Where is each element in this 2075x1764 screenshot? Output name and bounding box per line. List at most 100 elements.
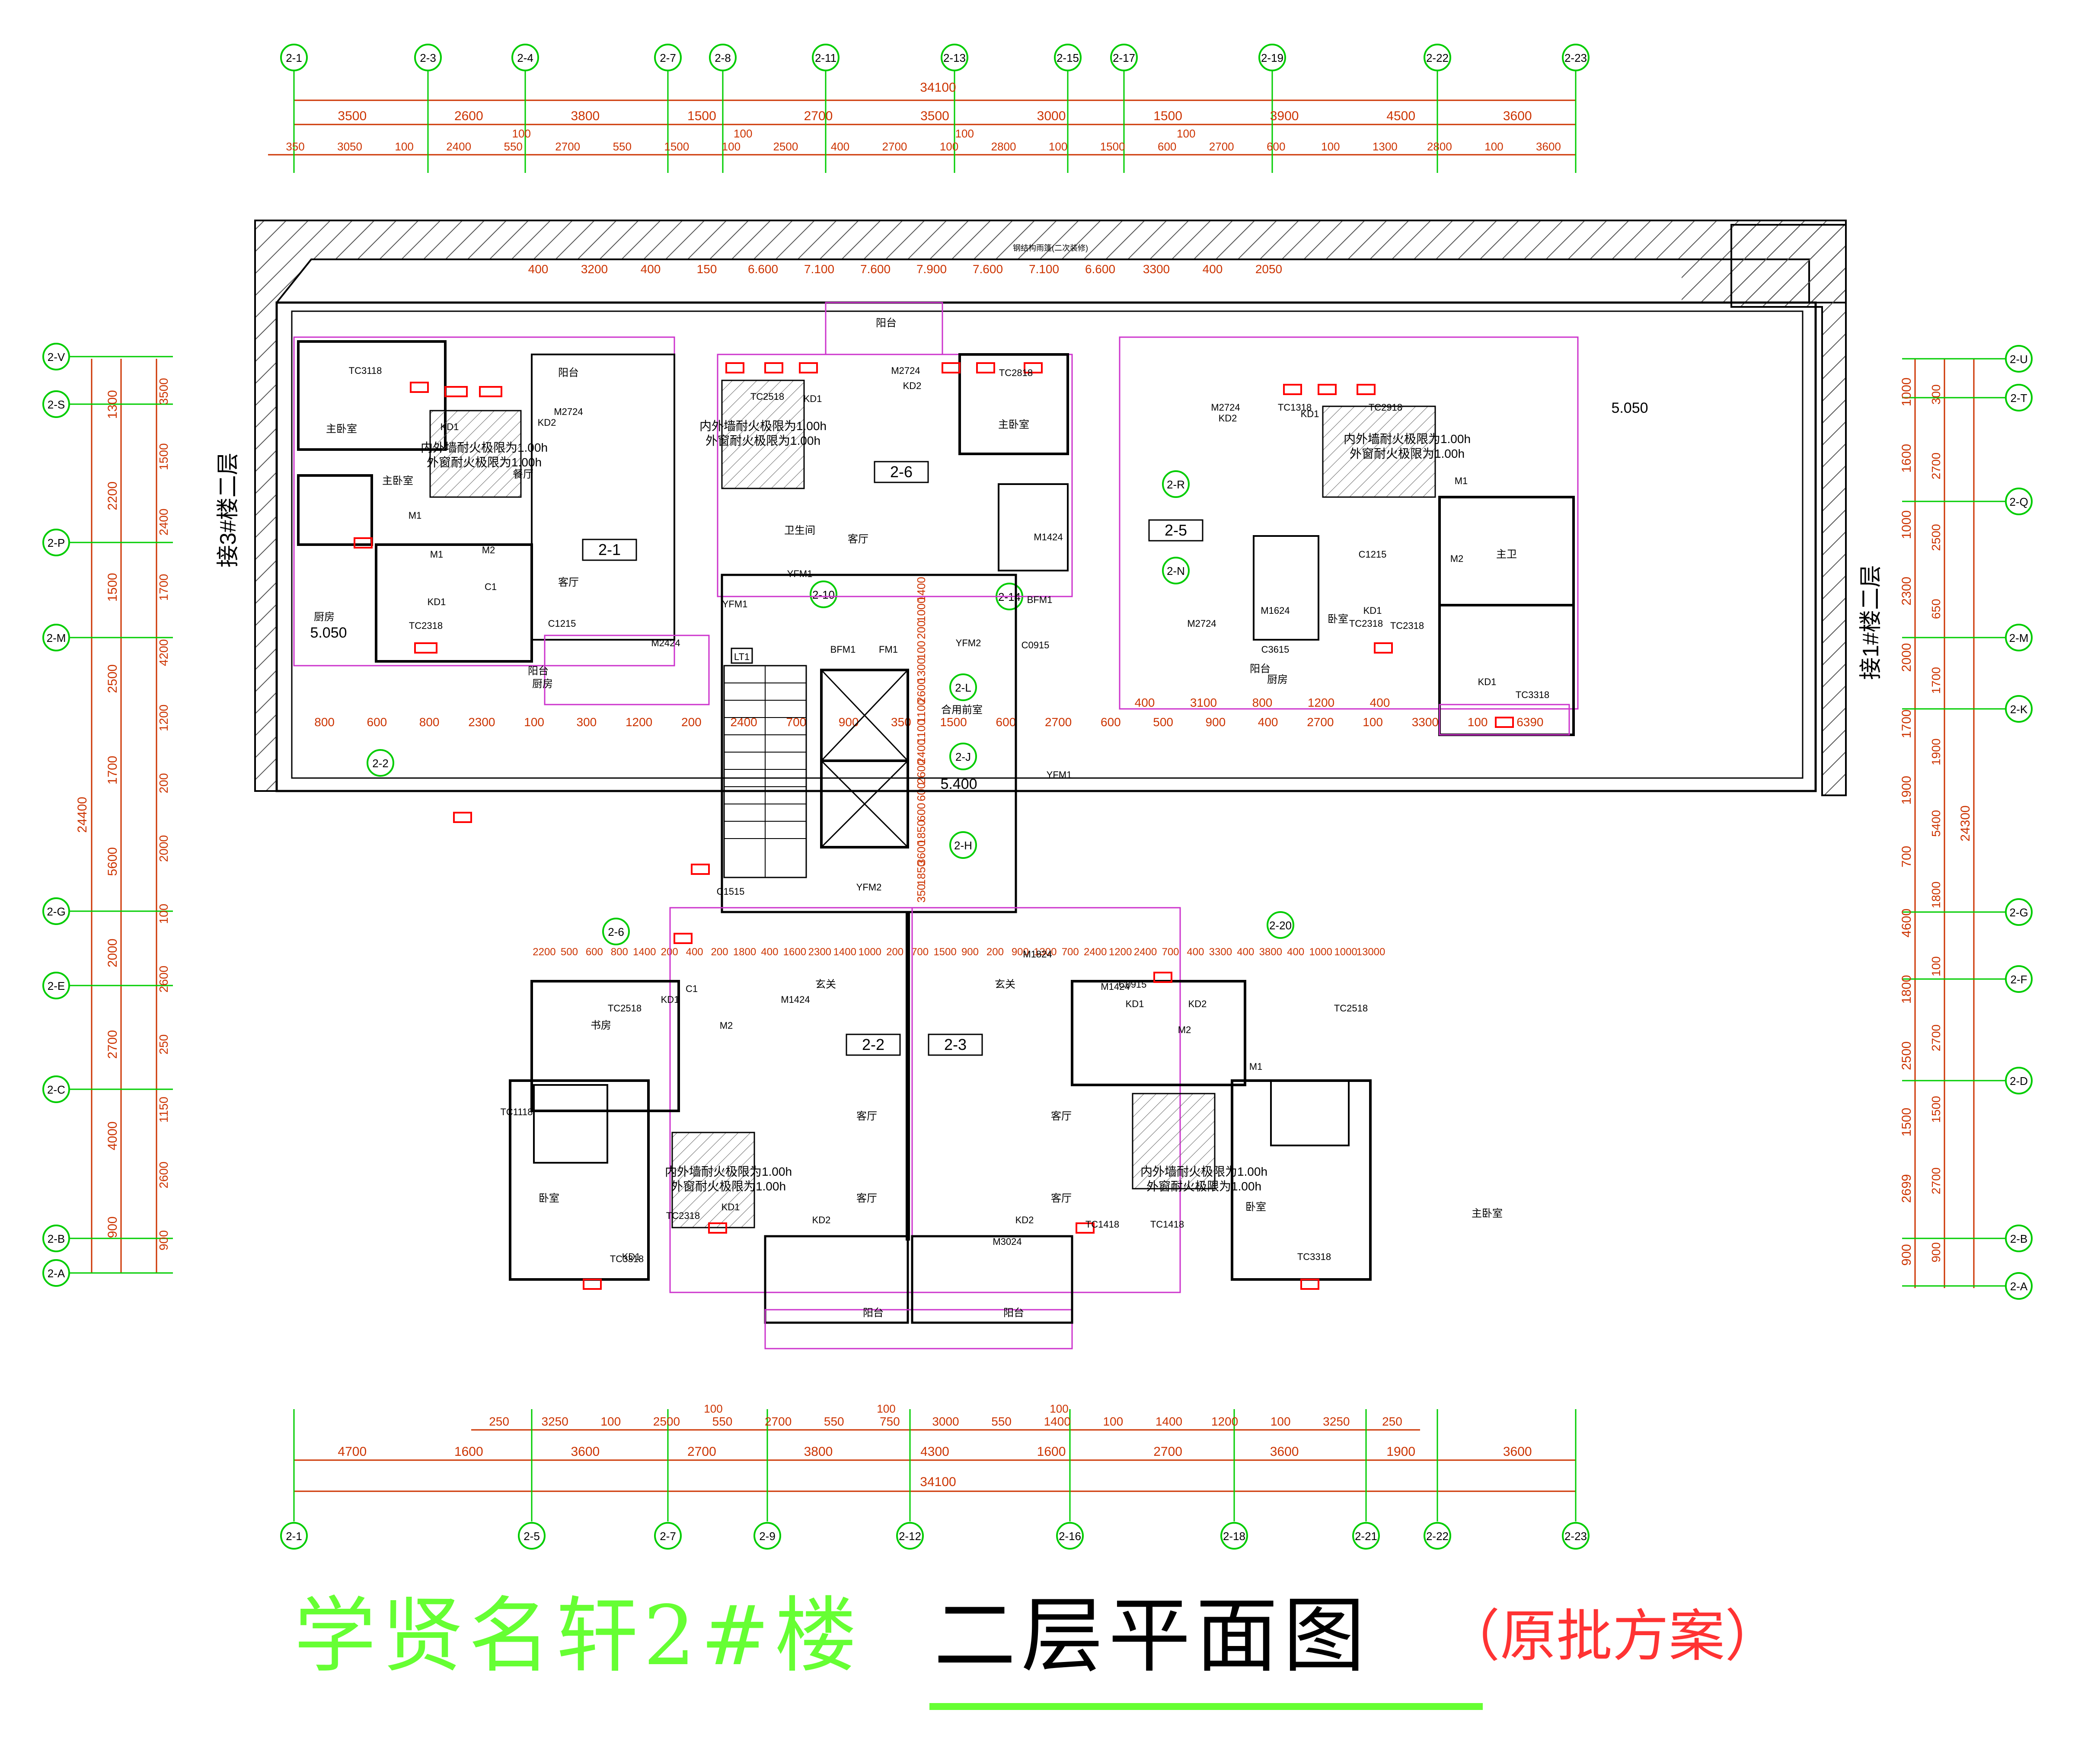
axis-label: 2-Q	[2009, 495, 2028, 508]
dimension-value: 3900	[1270, 109, 1299, 123]
axis-label: 2-D	[2010, 1075, 2028, 1088]
opening-code: KD2	[812, 1215, 831, 1225]
dimension-value: 1300	[1373, 140, 1398, 153]
dimension-value: 3500	[338, 109, 367, 123]
opening-code: M1424	[1101, 981, 1130, 992]
dimension-value: 600	[915, 803, 928, 821]
opening-code: TC3118	[349, 365, 382, 376]
dimension-value: 1800	[1929, 881, 1943, 908]
dimension-value: 2200	[533, 946, 555, 958]
dimension-value: 400	[641, 262, 661, 276]
dimension-value: 4200	[157, 639, 170, 666]
room-label: 主卫	[1496, 549, 1517, 560]
side-note-right: 接1#楼二层	[1858, 565, 1883, 680]
axis-bubble	[1562, 1522, 1590, 1550]
room-label-layer: 主卧室餐厅主卧室主卧室主卧室卧室厨房阳台客厅客厅客厅客厅客厅客厅卫生间主卫玄关玄…	[314, 317, 1517, 1319]
axis-label: 2-T	[2011, 392, 2027, 405]
fire-note-line: 外窗耐火极限为1.00h	[706, 434, 820, 447]
opening-code: C1515	[717, 886, 745, 897]
stair-label: LT1	[734, 651, 750, 662]
dimension-value: 2700	[105, 1030, 120, 1059]
axis-bubble	[1220, 1522, 1248, 1550]
axis-label: 2-B	[2010, 1232, 2027, 1245]
dimension-value: 1200	[1308, 696, 1334, 709]
axis-bubble	[896, 1522, 924, 1550]
dimension-value: 100	[1468, 715, 1488, 729]
axis-label: 2-8	[715, 51, 731, 64]
opening-code: KD2	[1219, 413, 1237, 424]
dimension-total: 34100	[920, 1475, 956, 1489]
axis-label: 2-G	[2009, 906, 2028, 919]
axis-label: 2-10	[812, 588, 835, 601]
opening-code: KD1	[721, 1202, 740, 1212]
unit-label-box	[874, 461, 929, 483]
dimension-value: 1000	[859, 946, 881, 958]
opening-code: YFM1	[722, 599, 748, 609]
unit-label-box	[846, 1034, 901, 1056]
opening-code: M3024	[993, 1236, 1022, 1247]
dimension-value: 100	[157, 904, 170, 924]
opening-code: TC2518	[1334, 1003, 1368, 1014]
dimension-value: 900	[1929, 1242, 1943, 1263]
dimension-value: 1000	[1899, 510, 1914, 539]
unit-label-box	[928, 1034, 983, 1056]
opening-code: KD2	[903, 380, 922, 391]
dimension-value: 1400	[1044, 1415, 1071, 1428]
dimension-value: 2700	[765, 1415, 792, 1428]
axis-label: 2-19	[1261, 51, 1283, 64]
dimension-value: 100	[722, 140, 741, 153]
room-label: 主卧室	[326, 423, 357, 435]
dimension-value: 200	[711, 946, 728, 958]
axis-bubble	[2005, 695, 2033, 723]
opening-code: TC1418	[1150, 1219, 1184, 1230]
dimension-value: 1200	[626, 715, 652, 729]
axis-bubble	[654, 44, 682, 71]
axis-bubble	[812, 44, 840, 71]
opening-code: M2	[720, 1020, 733, 1031]
dimension-value: 3300	[1143, 262, 1170, 276]
dimension-value: 1700	[1899, 709, 1914, 738]
dimension-value: 900	[961, 946, 979, 958]
dimension-value: 1500	[1929, 1096, 1943, 1123]
opening-code: M1424	[781, 994, 810, 1005]
dimension-value: 400	[528, 262, 549, 276]
dimension-value: 550	[504, 140, 522, 153]
fire-note-line: 外窗耐火极限为1.00h	[1146, 1180, 1261, 1193]
opening-code: M1	[1249, 1061, 1263, 1072]
dimension-value: 100	[524, 715, 544, 729]
dimension-value: 400	[1287, 946, 1304, 958]
dimension-value: 2700	[804, 109, 833, 123]
axis-label: 2-6	[608, 925, 624, 938]
opening-code: TC3318	[1297, 1251, 1331, 1262]
axis-bubble	[511, 44, 539, 71]
room-label: 主卧室	[998, 419, 1029, 431]
dimension-value: 200	[681, 715, 702, 729]
room-label: 客厅	[848, 533, 868, 545]
opening-code: YFM1	[787, 568, 813, 579]
dimension-value: 200	[886, 946, 903, 958]
axis-label: 2-M	[2009, 632, 2029, 644]
axis-label: 2-A	[48, 1267, 65, 1280]
fire-note-line: 内外墙耐火极限为1.00h	[1140, 1165, 1267, 1178]
dimension-value: 600	[367, 715, 387, 729]
unit-label: 2-3	[944, 1036, 967, 1053]
dimension-value: 900	[105, 1216, 120, 1238]
dimension-value: 350	[915, 884, 928, 903]
opening-code: M2	[482, 545, 495, 555]
opening-code: TC1118	[500, 1107, 533, 1117]
axis-label: 2-G	[47, 905, 65, 918]
opening-code: TC2518	[608, 1003, 642, 1014]
dimension-value: 100	[1050, 1402, 1068, 1415]
axis-label: 2-V	[48, 351, 65, 364]
room-label: 厨房	[1267, 674, 1288, 686]
room-label: 餐厅	[513, 469, 533, 480]
opening-code: KD1	[441, 421, 459, 432]
room-label: 主卧室	[382, 475, 413, 487]
dimension-value: 3500	[157, 378, 170, 405]
dimension-value: 1200	[157, 705, 170, 731]
axis-bubble	[1110, 44, 1138, 71]
axis-bubble	[2005, 965, 2033, 993]
axis-bubble	[1267, 911, 1294, 939]
opening-code: KD1	[1126, 998, 1144, 1009]
axis-bubble	[414, 44, 442, 71]
